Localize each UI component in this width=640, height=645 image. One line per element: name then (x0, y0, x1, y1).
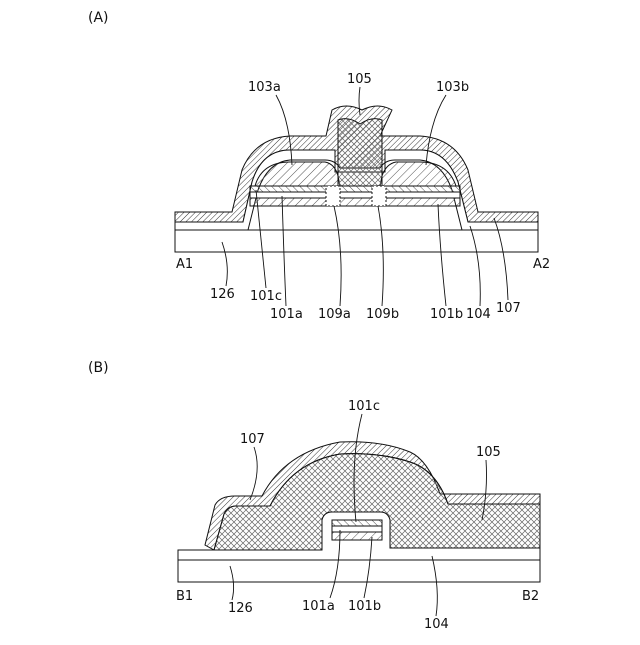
label-a-105: 105 (347, 72, 372, 87)
substrate-126-b (178, 560, 540, 582)
leader-a-101b (438, 204, 446, 306)
figure-a: (A) 105 103a 103b A1 A2 126 101c (88, 10, 550, 322)
label-a-126: 126 (210, 287, 235, 302)
label-a-104: 104 (466, 307, 491, 322)
layer-101c (250, 186, 460, 192)
layer-101c-b (332, 520, 382, 526)
label-a-107: 107 (496, 301, 521, 316)
label-b-107: 107 (240, 432, 265, 447)
layer-101a-b (332, 526, 382, 532)
label-a-101a: 101a (270, 307, 303, 322)
leader-a-109a (334, 206, 341, 306)
label-a-109a: 109a (318, 307, 351, 322)
figure-b-label: (B) (88, 360, 109, 376)
leader-b-107 (250, 447, 257, 500)
substrate-126 (175, 230, 538, 252)
leader-a-109b (378, 206, 383, 306)
label-b1: B1 (176, 589, 193, 604)
label-a-101b: 101b (430, 307, 463, 322)
region-109a (326, 186, 340, 206)
label-b-101b: 101b (348, 599, 381, 614)
layer-101a (250, 192, 460, 198)
figure-b: (B) 101c 107 105 B1 B2 126 101a 101b 104 (88, 360, 540, 632)
figure-a-label: (A) (88, 10, 109, 26)
label-a-109b: 109b (366, 307, 399, 322)
region-109b (372, 186, 386, 206)
layer-101b (250, 198, 460, 206)
label-b-101a: 101a (302, 599, 335, 614)
label-b-105: 105 (476, 445, 501, 460)
label-a-101c: 101c (250, 289, 282, 304)
label-a2: A2 (533, 257, 550, 272)
label-a1: A1 (176, 257, 193, 272)
leader-a-105 (359, 87, 360, 115)
label-a-103a: 103a (248, 80, 281, 95)
label-b2: B2 (522, 589, 539, 604)
gate-105 (338, 119, 382, 186)
label-b-126: 126 (228, 601, 253, 616)
label-a-103b: 103b (436, 80, 469, 95)
label-b-101c: 101c (348, 399, 380, 414)
label-b-104: 104 (424, 617, 449, 632)
